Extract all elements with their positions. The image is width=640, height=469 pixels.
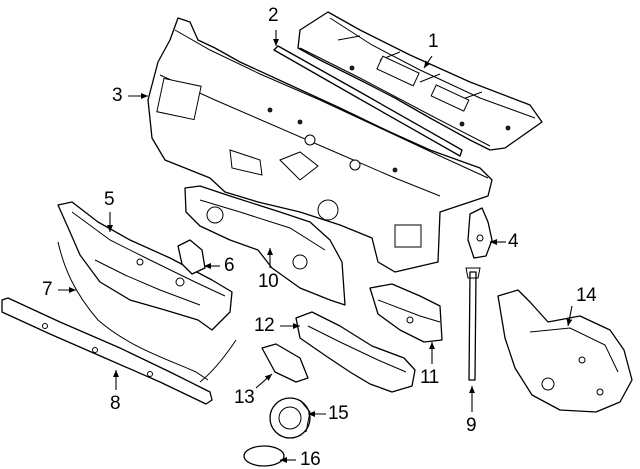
- part-12-floor-support: [295, 311, 416, 393]
- callout-14: 14: [576, 285, 597, 306]
- callout-7: 7: [42, 279, 53, 300]
- callout-10: 10: [258, 271, 279, 292]
- callout-16: 16: [300, 449, 321, 469]
- part-13-plate: [261, 343, 309, 383]
- callout-13: 13: [234, 387, 255, 408]
- part-2-seal: [273, 45, 463, 157]
- part-4-bracket: [467, 207, 493, 259]
- part-14-sound-insulator: [497, 289, 633, 413]
- callout-8: 8: [110, 393, 121, 414]
- callout-9: 9: [466, 415, 477, 436]
- leader-1: [423, 55, 433, 69]
- callout-4: 4: [508, 231, 519, 252]
- callout-2: 2: [268, 5, 279, 26]
- callout-15: 15: [328, 403, 349, 424]
- part-11-side-bracket: [369, 283, 443, 343]
- part-7-weatherstrip: [57, 241, 237, 383]
- part-8-lower-bar: [1, 297, 213, 405]
- callout-5: 5: [104, 189, 115, 210]
- part-15-grommet: [269, 397, 311, 439]
- part-1-cowl-panel: [297, 11, 543, 151]
- part-16-ring: [243, 445, 285, 467]
- callout-11: 11: [420, 367, 439, 388]
- leader-lines: [58, 30, 573, 463]
- callout-1: 1: [428, 31, 439, 52]
- part-10-reinforcement: [184, 185, 346, 306]
- leader-13: [255, 373, 273, 389]
- part-9-rod: [465, 267, 481, 381]
- part-3-dash-panel: [147, 17, 493, 273]
- callout-6: 6: [224, 255, 235, 276]
- part-5-insulator: [57, 201, 233, 331]
- leader-14: [566, 305, 573, 327]
- callout-12: 12: [254, 315, 275, 336]
- callout-3: 3: [112, 85, 123, 106]
